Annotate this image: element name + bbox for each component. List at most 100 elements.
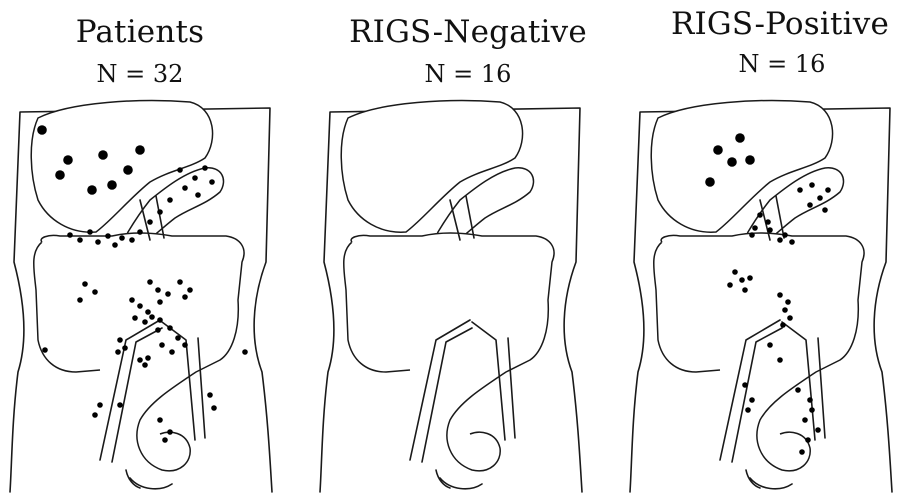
- tumor-dot-small: [777, 237, 783, 243]
- tumor-dot-small: [809, 407, 815, 413]
- tumor-dot-small: [177, 167, 183, 173]
- tumor-dot-small: [209, 179, 215, 185]
- tumor-dot-small: [749, 232, 755, 238]
- tumor-dot-small: [809, 182, 815, 188]
- tumor-dot-small: [149, 314, 155, 320]
- tumor-dot-small: [182, 294, 188, 300]
- tumor-dot-small: [777, 357, 783, 363]
- tumor-dot-small: [155, 327, 161, 333]
- tumor-dot-small: [147, 219, 153, 225]
- tumor-dot-small: [169, 349, 175, 355]
- tumor-dot-large: [98, 150, 108, 160]
- tumor-dot-small: [112, 242, 118, 248]
- tumor-dot-small: [129, 297, 135, 303]
- tumor-dot-small: [92, 289, 98, 295]
- tumor-dot-small: [797, 187, 803, 193]
- tumor-dot-large: [745, 155, 755, 165]
- tumor-dot-small: [789, 239, 795, 245]
- colon-shape: [34, 233, 244, 471]
- tumor-dot-small: [242, 349, 248, 355]
- tumor-dot-small: [175, 335, 181, 341]
- tumor-dot-small: [815, 427, 821, 433]
- tumor-dot-small: [767, 227, 773, 233]
- tumor-dot-small: [767, 342, 773, 348]
- abdomen-diagram: [310, 0, 610, 495]
- tumor-dot-small: [202, 165, 208, 171]
- colon-shape: [654, 233, 864, 471]
- tumor-dot-small: [192, 175, 198, 181]
- abdomen-diagram: [0, 0, 300, 495]
- tumor-dot-small: [77, 297, 83, 303]
- tumor-dot-small: [807, 397, 813, 403]
- tumor-dot-small: [787, 315, 793, 321]
- tumor-dot-small: [805, 437, 811, 443]
- tumor-dot-small: [182, 185, 188, 191]
- tumor-dot-small: [732, 269, 738, 275]
- tumor-dot-small: [97, 402, 103, 408]
- tumor-dot-large: [727, 157, 737, 167]
- tumor-dot-small: [162, 437, 168, 443]
- tumor-dot-small: [182, 342, 188, 348]
- tumor-dot-small: [799, 449, 805, 455]
- tumor-dot-small: [92, 412, 98, 418]
- tumor-dot-small: [817, 195, 823, 201]
- tumor-dot-small: [115, 349, 121, 355]
- tumor-dot-large: [37, 125, 47, 135]
- tumor-dot-small: [742, 382, 748, 388]
- tumor-dot-small: [742, 287, 748, 293]
- tumor-dot-small: [739, 277, 745, 283]
- tumor-dot-large: [87, 185, 97, 195]
- pelvis-shape: [436, 470, 482, 489]
- tumor-dot-small: [749, 397, 755, 403]
- tumor-dot-small: [802, 417, 808, 423]
- tumor-dot-large: [63, 155, 73, 165]
- tumor-dot-small: [122, 345, 128, 351]
- pelvis-shape: [746, 470, 792, 489]
- tumor-dot-small: [82, 281, 88, 287]
- tumor-dot-small: [157, 299, 163, 305]
- tumor-dot-small: [177, 279, 183, 285]
- tumor-dot-small: [777, 292, 783, 298]
- tumor-dot-small: [207, 392, 213, 398]
- tumor-dot-small: [142, 362, 148, 368]
- tumor-dot-small: [195, 192, 201, 198]
- tumor-dot-small: [782, 232, 788, 238]
- tumor-dot-small: [155, 287, 161, 293]
- tumor-dot-small: [129, 237, 135, 243]
- tumor-dot-small: [807, 202, 813, 208]
- tumor-dot-small: [147, 279, 153, 285]
- tumor-dot-small: [167, 325, 173, 331]
- tumor-dot-small: [167, 197, 173, 203]
- tumor-dot-small: [822, 207, 828, 213]
- tumor-dot-small: [165, 291, 171, 297]
- tumor-dot-large: [123, 165, 133, 175]
- tumor-dot-small: [795, 387, 801, 393]
- panel-rigs-positive: RIGS-Positive N = 16: [620, 0, 920, 495]
- tumor-dot-small: [87, 229, 93, 235]
- tumor-dot-large: [107, 180, 117, 190]
- tumor-dot-small: [211, 405, 217, 411]
- tumor-dot-small: [117, 402, 123, 408]
- tumor-dot-small: [159, 342, 165, 348]
- tumor-dot-small: [747, 275, 753, 281]
- tumor-dot-small: [137, 303, 143, 309]
- tumor-dot-small: [765, 219, 771, 225]
- tumor-dot-small: [145, 309, 151, 315]
- abdomen-diagram: [620, 0, 920, 495]
- tumor-dot-small: [752, 225, 758, 231]
- tumor-dot-small: [119, 235, 125, 241]
- tumor-dot-small: [105, 233, 111, 239]
- tumor-dot-small: [67, 232, 73, 238]
- tumor-dot-small: [142, 319, 148, 325]
- tumor-dot-small: [780, 322, 786, 328]
- tumor-dot-small: [745, 407, 751, 413]
- tumor-dot-large: [735, 133, 745, 143]
- tumor-dot-small: [157, 417, 163, 423]
- tumor-dot-small: [782, 307, 788, 313]
- tumor-dot-small: [167, 429, 173, 435]
- tumor-dot-large: [705, 177, 715, 187]
- panel-patients: Patients N = 32: [0, 0, 300, 495]
- tumor-dot-small: [157, 317, 163, 323]
- colon-shape: [344, 233, 554, 471]
- tumor-dot-small: [137, 229, 143, 235]
